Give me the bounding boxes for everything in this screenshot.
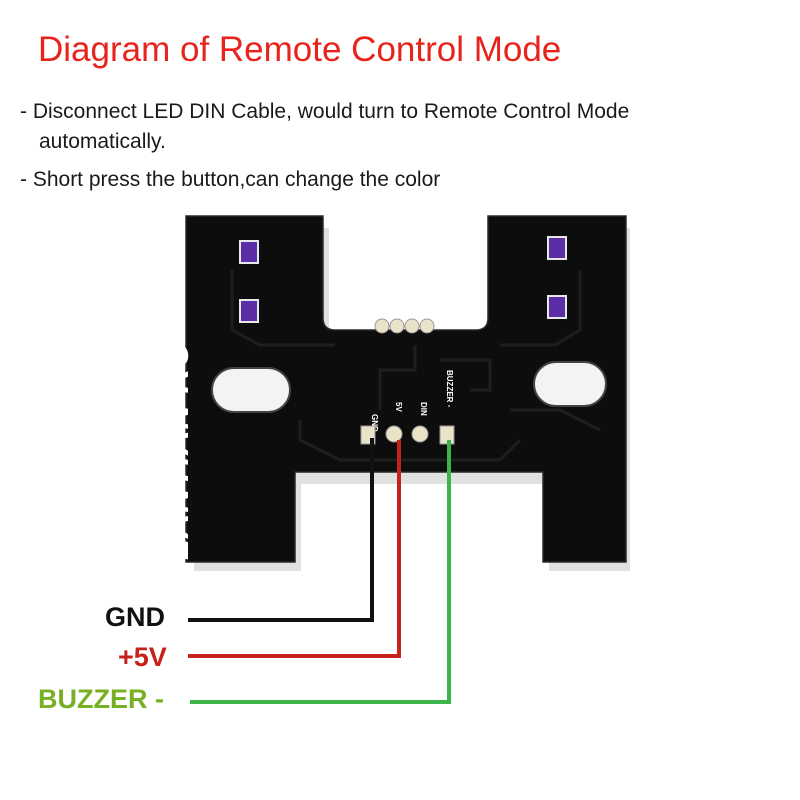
led-top-left (239, 240, 259, 264)
wire-label-5v: +5V (118, 642, 167, 672)
pad-5v (385, 425, 403, 443)
wire-label-buzzer: BUZZER - (38, 684, 164, 714)
led-top-right (547, 236, 567, 260)
instruction-disconnect-din: - Disconnect LED DIN Cable, would turn t… (20, 97, 629, 157)
led-mid-left (239, 299, 259, 323)
pad-din (411, 425, 429, 443)
instruction-line: - Disconnect LED DIN Cable, would turn t… (20, 100, 630, 123)
pcb-traces (230, 270, 601, 462)
pin-label-gnd: GND (370, 414, 379, 432)
instruction-line-continued: automatically. (39, 130, 166, 153)
pcb-board (185, 215, 627, 563)
led-mid-right (547, 295, 567, 319)
wire-5v (188, 440, 401, 658)
wire-gnd (188, 438, 374, 622)
wire-label-gnd: GND (105, 602, 165, 632)
diagram-title: Diagram of Remote Control Mode (38, 30, 562, 69)
brand-logo-text: LANTIAN RC (158, 342, 196, 560)
instruction-short-press: - Short press the button,can change the … (20, 165, 440, 195)
pin-label-din: DIN (419, 402, 428, 416)
pin-label-buzzer: BUZZER - (445, 370, 454, 408)
pad-row (374, 318, 435, 334)
pin-label-5v: 5V (394, 402, 403, 412)
wire-buzzer (190, 440, 451, 704)
mounting-slot-right (533, 361, 607, 407)
instruction-line: - Short press the button,can change the … (20, 168, 441, 191)
mounting-slot-left (211, 367, 291, 413)
